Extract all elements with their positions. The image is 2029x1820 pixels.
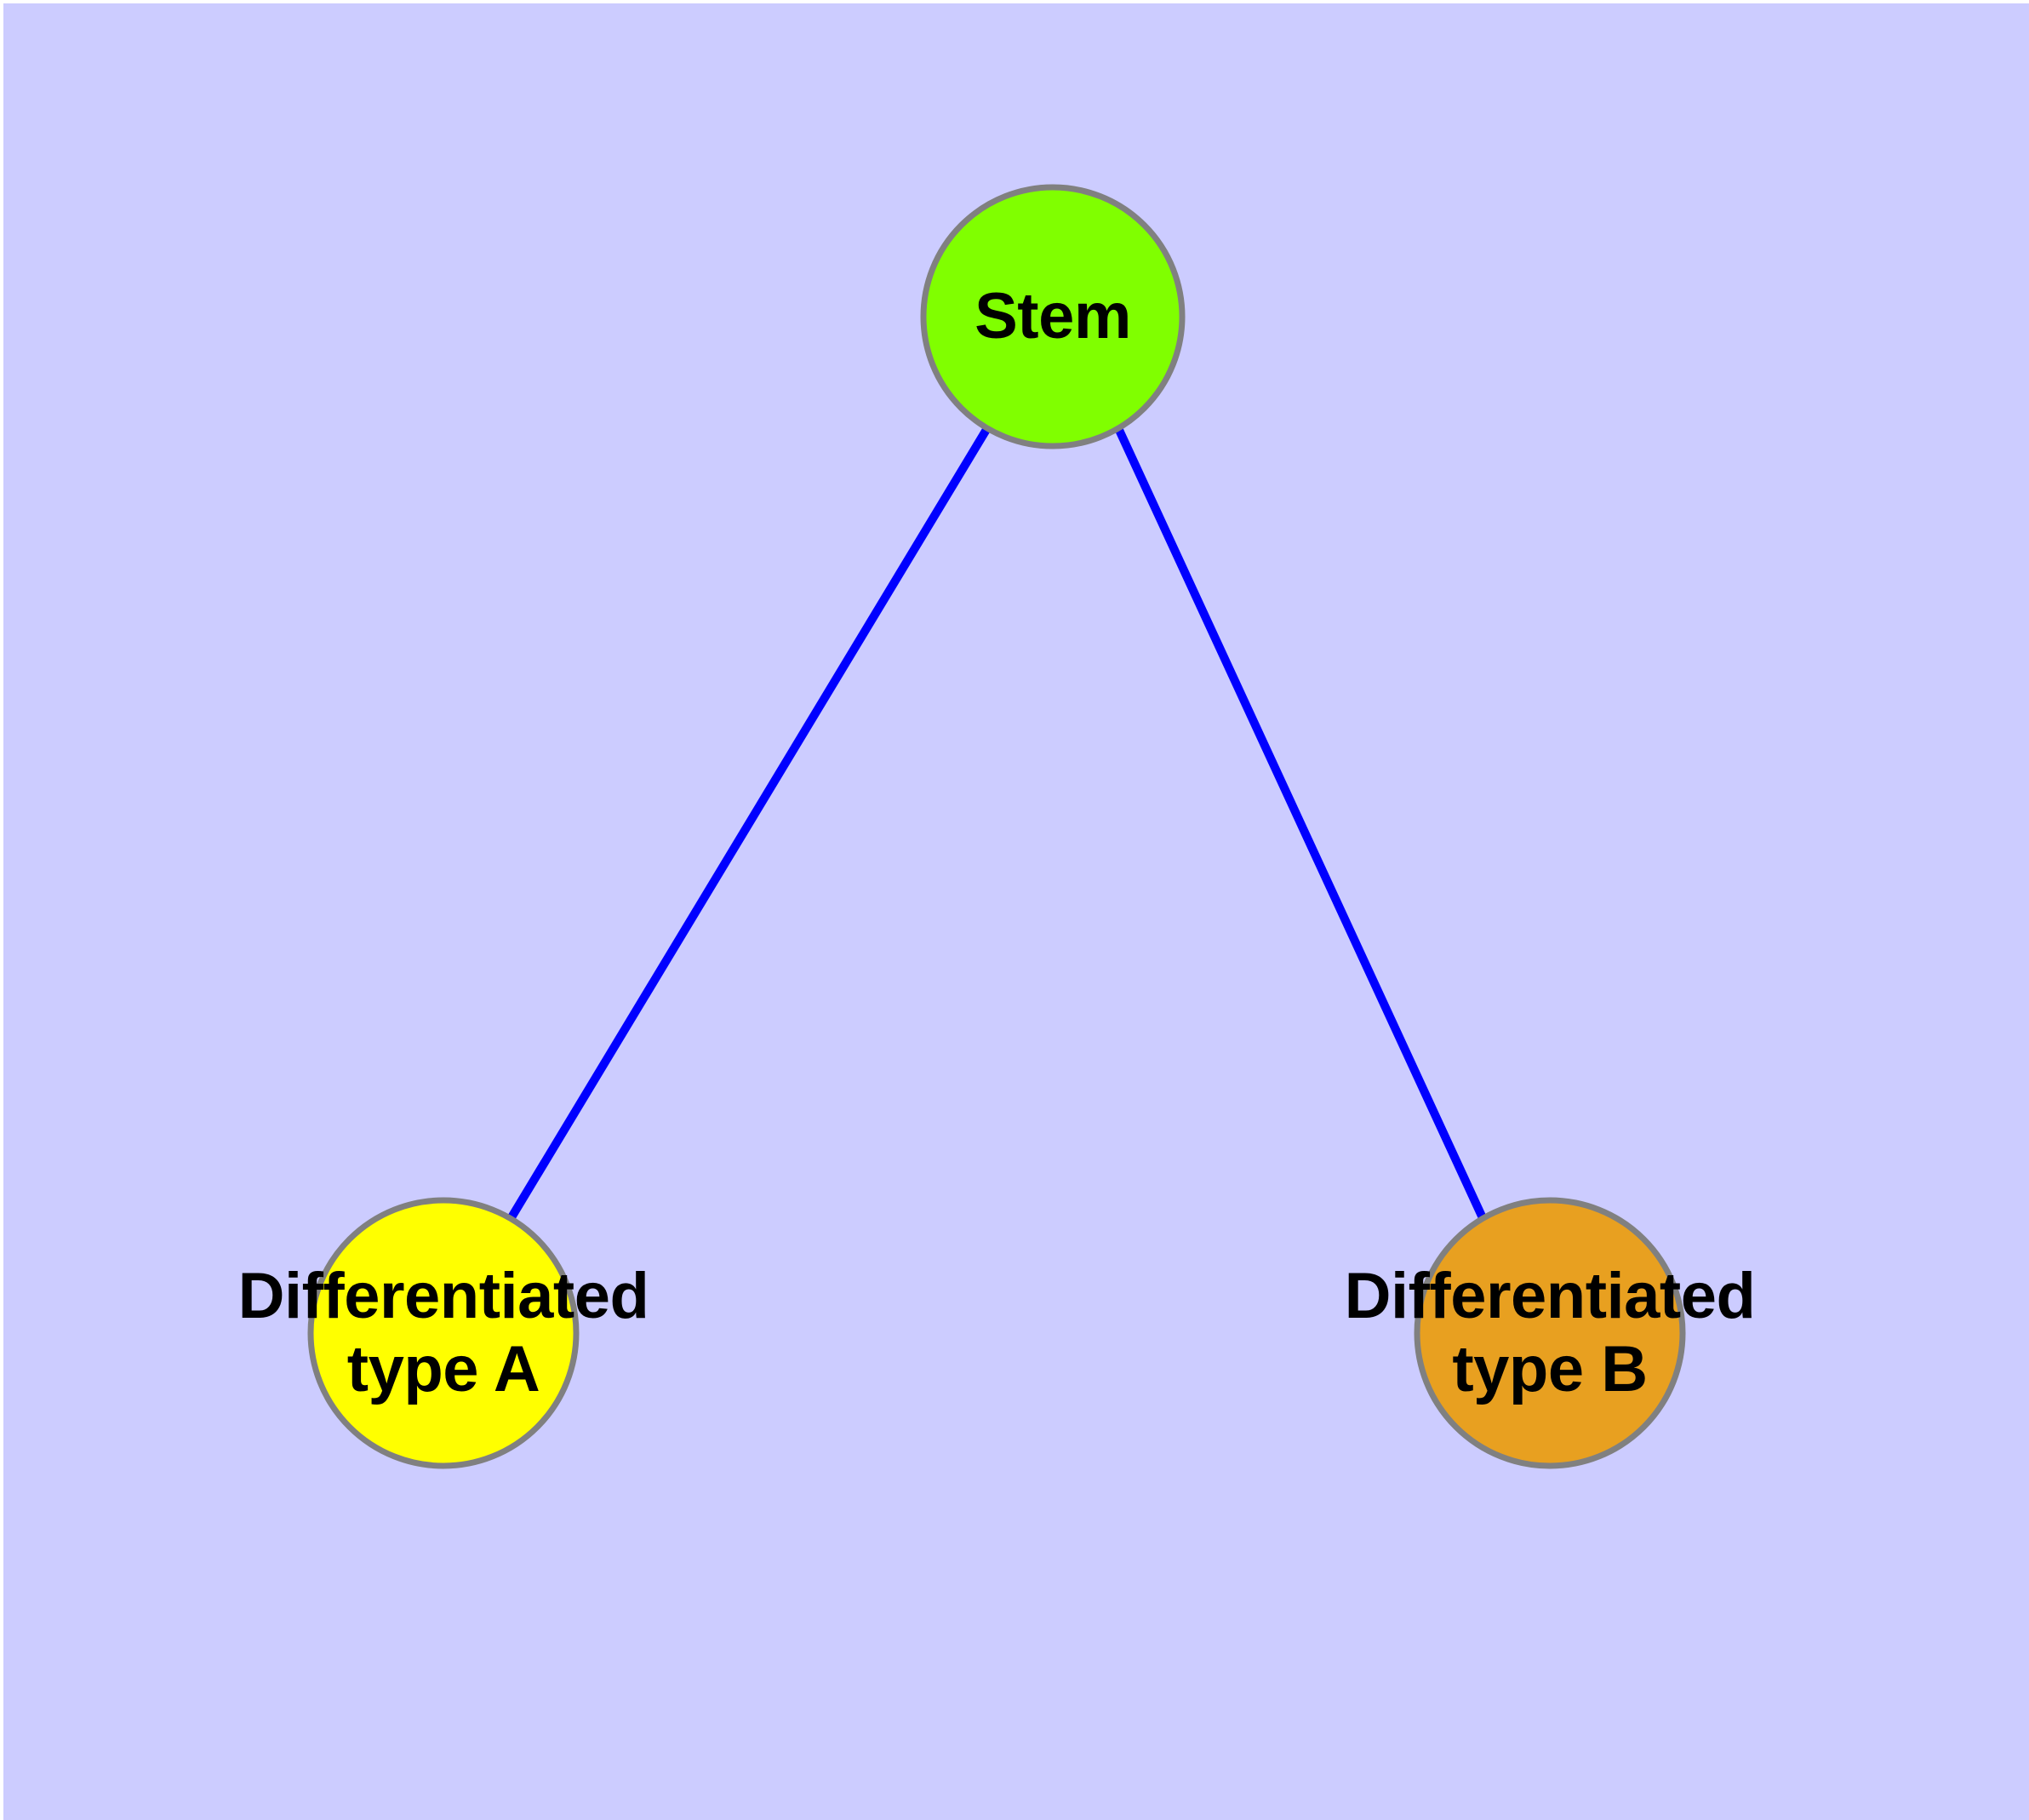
node-differentiated-type-b[interactable] bbox=[1414, 1197, 1686, 1469]
edge-layer bbox=[505, 426, 1489, 1224]
node-stem[interactable] bbox=[920, 184, 1186, 449]
node-layer bbox=[307, 184, 1686, 1469]
edge-stem-to-differentiated-type-a bbox=[505, 426, 992, 1224]
node-differentiated-type-a[interactable] bbox=[307, 1197, 580, 1469]
edge-stem-to-differentiated-type-b bbox=[1114, 426, 1489, 1224]
